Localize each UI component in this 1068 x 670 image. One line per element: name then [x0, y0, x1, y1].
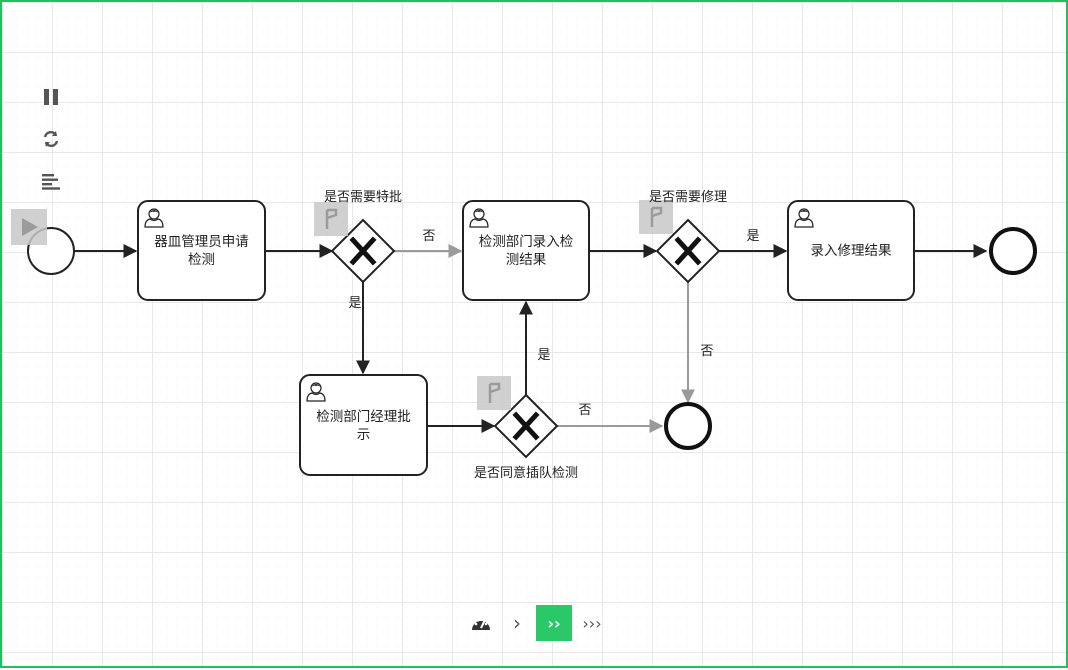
task-label-line2: 示	[357, 427, 371, 443]
task-label-line1: 检测部门经理批	[316, 409, 411, 425]
speed-normal-label: ››	[547, 613, 561, 633]
refresh-icon	[43, 130, 59, 148]
token-marker-icon	[312, 200, 350, 238]
speedometer-icon	[472, 617, 490, 630]
exclusive-x-icon	[674, 236, 702, 266]
speed-fast-label: ›››	[582, 613, 602, 633]
speed-normal-button[interactable]: ››	[536, 605, 572, 641]
speed-slow-button[interactable]: ›	[502, 605, 532, 641]
end-event-bottom[interactable]	[664, 402, 712, 450]
reset-button[interactable]	[39, 127, 63, 151]
gateway-label-repair: 是否需要修理	[649, 190, 727, 205]
exclusive-x-icon	[512, 411, 540, 441]
flow-label-special-no: 否	[422, 229, 435, 244]
task-label-line1: 录入修理结果	[811, 243, 892, 259]
task-label-line1: 检测部门录入检	[479, 234, 574, 250]
gateway-need-repair[interactable]	[655, 218, 721, 284]
flow-label-repair-yes: 是	[746, 229, 759, 244]
flow-label-special-yes: 是	[348, 296, 361, 311]
speed-slow-label: ›	[513, 611, 521, 635]
task-record-results[interactable]: 检测部门录入检 测结果	[462, 200, 590, 301]
task-label-line2: 检测	[188, 252, 215, 268]
play-icon	[22, 218, 38, 236]
task-label-line1: 器皿管理员申请	[154, 234, 249, 250]
token-marker-icon	[637, 198, 675, 236]
log-toggle-button[interactable]	[39, 169, 63, 193]
start-play-button[interactable]	[11, 209, 47, 245]
flow-label-repair-no: 否	[700, 344, 713, 359]
task-label-line2: 测结果	[506, 252, 547, 268]
gateway-label-special: 是否需要特批	[324, 190, 402, 205]
pause-icon	[44, 89, 58, 105]
task-apply-inspection[interactable]: 器皿管理员申请 检测	[137, 200, 266, 301]
speed-fast-button[interactable]: ›››	[576, 605, 608, 641]
end-event-top[interactable]	[989, 227, 1037, 275]
pause-button[interactable]	[39, 85, 63, 109]
gateway-label-agree: 是否同意插队检测	[474, 465, 578, 481]
task-record-repair[interactable]: 录入修理结果	[787, 200, 915, 301]
log-list-icon	[42, 174, 60, 190]
exclusive-x-icon	[349, 236, 377, 266]
speed-indicator	[466, 605, 496, 641]
token-marker-icon	[475, 374, 513, 412]
flow-label-agree-yes: 是	[537, 348, 550, 363]
gateway-agree-priority[interactable]	[493, 393, 559, 459]
flow-label-agree-no: 否	[578, 403, 591, 418]
task-manager-approval[interactable]: 检测部门经理批 示	[299, 374, 428, 476]
